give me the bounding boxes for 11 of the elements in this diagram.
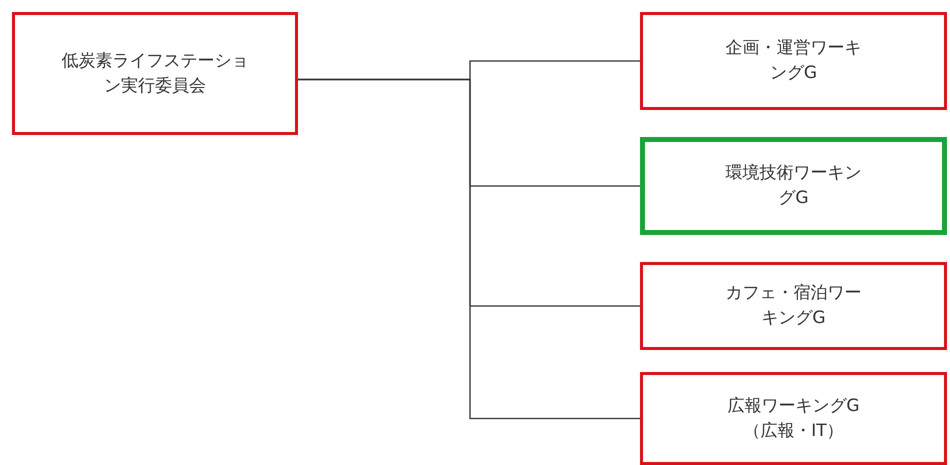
- connector-line: [298, 78, 640, 420]
- working-group-box: [640, 372, 947, 465]
- box-label: 低炭素ライフステーション実行委員会: [60, 50, 250, 98]
- box-label: カフェ・宿泊ワーキングG: [724, 282, 862, 330]
- box-label: 広報ワーキングG（広報・IT）: [726, 394, 861, 442]
- box-label: 環境技術ワーキングG: [724, 162, 862, 210]
- working-group-box: [640, 12, 947, 110]
- box-label: 企画・運営ワーキングG: [724, 37, 862, 85]
- working-group-box: [640, 262, 947, 350]
- committee-box: [12, 12, 298, 135]
- working-group-box: [640, 137, 947, 235]
